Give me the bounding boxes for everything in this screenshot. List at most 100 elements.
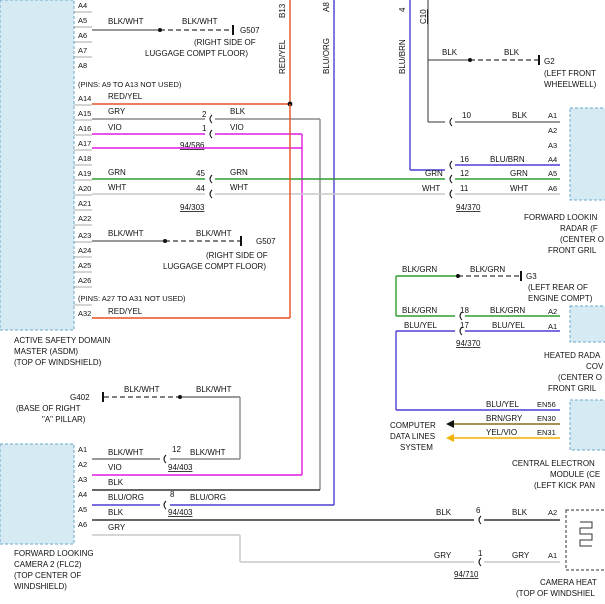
flc2-pin-a3: A3	[78, 475, 87, 484]
conn-pin-16: 16	[460, 155, 469, 164]
wire-cem-blu-yel: BLU/YEL	[486, 400, 519, 409]
cem-module	[569, 399, 605, 451]
radar-pin-a1: A1	[548, 111, 557, 120]
wire-radar-wht-label: WHT	[422, 184, 440, 193]
radar-label-4: FRONT GRIL	[548, 246, 597, 255]
hr-pin-a2: A2	[548, 307, 557, 316]
wire-g3-label-1: BLK/GRN	[402, 265, 437, 274]
asdm-pins-note-1: (PINS: A9 TO A13 NOT USED)	[78, 80, 182, 89]
radar-label-1: FORWARD LOOKIN	[524, 213, 598, 222]
flc2-pin-a1: A1	[78, 445, 87, 454]
wire-a15-label: GRY	[108, 107, 126, 116]
asdm-module	[0, 0, 75, 331]
wire-flc2-a3: BLK	[108, 478, 124, 487]
asdm-label-1: ACTIVE SAFETY DOMAIN	[14, 336, 111, 345]
g402-loc-1: (BASE OF RIGHT	[16, 404, 81, 413]
flc2-label-3: (TOP CENTER OF	[14, 571, 81, 580]
asdm-pin-a21: A21	[78, 199, 91, 208]
conn-pin-44: 44	[196, 184, 205, 193]
ground-g3: G3	[526, 272, 537, 281]
wire-g507-label-2: BLK/WHT	[196, 229, 232, 238]
blu-org-vert-label: BLU/ORG	[322, 38, 331, 74]
wire-flc2-a4: BLU/ORG	[108, 493, 144, 502]
radar-module	[569, 107, 605, 201]
wire-radar-blk-label: BLK	[512, 111, 528, 120]
hr-label-2: COV	[586, 362, 604, 371]
radar-label-3: (CENTER O	[560, 235, 604, 244]
asdm-pin-a17: A17	[78, 139, 91, 148]
wire-g402-label-2: BLK/WHT	[196, 385, 232, 394]
blu-brn-vert-label: BLU/BRN	[398, 39, 407, 74]
g3-loc-1: (LEFT REAR OF	[528, 283, 588, 292]
cem-label-2: MODULE (CE	[550, 470, 600, 479]
asdm-pin-a22: A22	[78, 214, 91, 223]
asdm-pin-a8: A8	[78, 61, 87, 70]
conn-pin-45: 45	[196, 169, 205, 178]
conn-94-586: 94/586	[180, 141, 205, 150]
radar-pin-a6: A6	[548, 184, 557, 193]
wire-a14-label: RED/YEL	[108, 92, 143, 101]
wire-g2-label-2: BLK	[504, 48, 520, 57]
ground-g402: G402	[70, 393, 90, 402]
conn-pin-18: 18	[460, 306, 469, 315]
radar-pin-a5: A5	[548, 169, 557, 178]
wire-cem-yel-vio: YEL/VIO	[486, 428, 517, 437]
wire-g507-label-1: BLK/WHT	[182, 17, 218, 26]
asdm-pin-a14: A14	[78, 94, 91, 103]
conn-94-370b: 94/370	[456, 339, 481, 348]
conn-pin-8: 8	[170, 490, 175, 499]
wire-a16-vio-label: VIO	[230, 123, 244, 132]
conn-pin-1b: 1	[478, 549, 483, 558]
asdm-pin-a5: A5	[78, 16, 87, 25]
ref-c10: C10	[419, 9, 428, 24]
ref-b13: B13	[278, 3, 287, 18]
wire-grn-mid-label: GRN	[230, 168, 248, 177]
wire-hr-blu-yel-2: BLU/YEL	[492, 321, 525, 330]
cem-pin-en30: EN30	[537, 414, 556, 423]
wire-g2-label-1: BLK	[442, 48, 458, 57]
g507-mid-loc-2: LUGGAGE COMPT FLOOR)	[163, 262, 266, 271]
g507-top-loc-2: LUGGAGE COMPT FLOOR)	[145, 49, 248, 58]
wire-radar-grn-label: GRN	[425, 169, 443, 178]
cem-label-1: CENTRAL ELECTRON	[512, 459, 595, 468]
wire-cam-blk-2: BLK	[512, 508, 528, 517]
wire-radar-grn-label-2: GRN	[510, 169, 528, 178]
wire-radar-blu-brn-label: BLU/BRN	[490, 155, 525, 164]
conn-94-403a: 94/403	[168, 463, 193, 472]
g2-loc-1: (LEFT FRONT	[544, 69, 596, 78]
radar-pin-a3: A3	[548, 141, 557, 150]
flc2-label-2: CAMERA 2 (FLC2)	[14, 560, 82, 569]
radar-pin-a4: A4	[548, 155, 557, 164]
asdm-pin-a7: A7	[78, 46, 87, 55]
wire-hr-blu-yel: BLU/YEL	[404, 321, 437, 330]
asdm-pin-a25: A25	[78, 261, 91, 270]
g507-mid-loc-1: (RIGHT SIDE OF	[206, 251, 268, 260]
cam-label-1: CAMERA HEAT	[540, 578, 597, 587]
hr-label-1: HEATED RADA	[544, 351, 601, 360]
wire-g3-label-2: BLK/GRN	[470, 265, 505, 274]
conn-94-403b: 94/403	[168, 508, 193, 517]
ref-4: 4	[398, 7, 407, 12]
cam-pin-a1: A1	[548, 551, 557, 560]
asdm-pins: A4 A5 A6 A7 A8 A14 A15 A16 A17 A18 A19 A…	[78, 1, 91, 318]
conn-pin-11: 11	[460, 184, 469, 193]
red-yel-vert-label: RED/YEL	[278, 39, 287, 74]
asdm-pin-a32: A32	[78, 309, 91, 318]
wire-radar-wht-label-2: WHT	[510, 184, 528, 193]
asdm-pin-a26: A26	[78, 276, 91, 285]
flc2-label-1: FORWARD LOOKING	[14, 549, 94, 558]
computer-lines-3: SYSTEM	[400, 443, 433, 452]
wire-cam-blk: BLK	[436, 508, 452, 517]
cam-pin-a2: A2	[548, 508, 557, 517]
asdm-pin-separators	[74, 11, 92, 306]
wire-a20-label: WHT	[108, 183, 126, 192]
flc2-label-4: WINDSHIELD)	[14, 582, 67, 591]
asdm-label-3: (TOP OF WINDSHIELD)	[14, 358, 102, 367]
g2-loc-2: WHEELWELL)	[544, 80, 597, 89]
radar-pin-a2: A2	[548, 126, 557, 135]
hr-label-4: FRONT GRIL	[548, 384, 597, 393]
wire-a23-label: BLK/WHT	[108, 229, 144, 238]
conn-pin-2: 2	[202, 110, 207, 119]
asdm-label-2: MASTER (ASDM)	[14, 347, 78, 356]
flc2-pin-a5: A5	[78, 505, 87, 514]
